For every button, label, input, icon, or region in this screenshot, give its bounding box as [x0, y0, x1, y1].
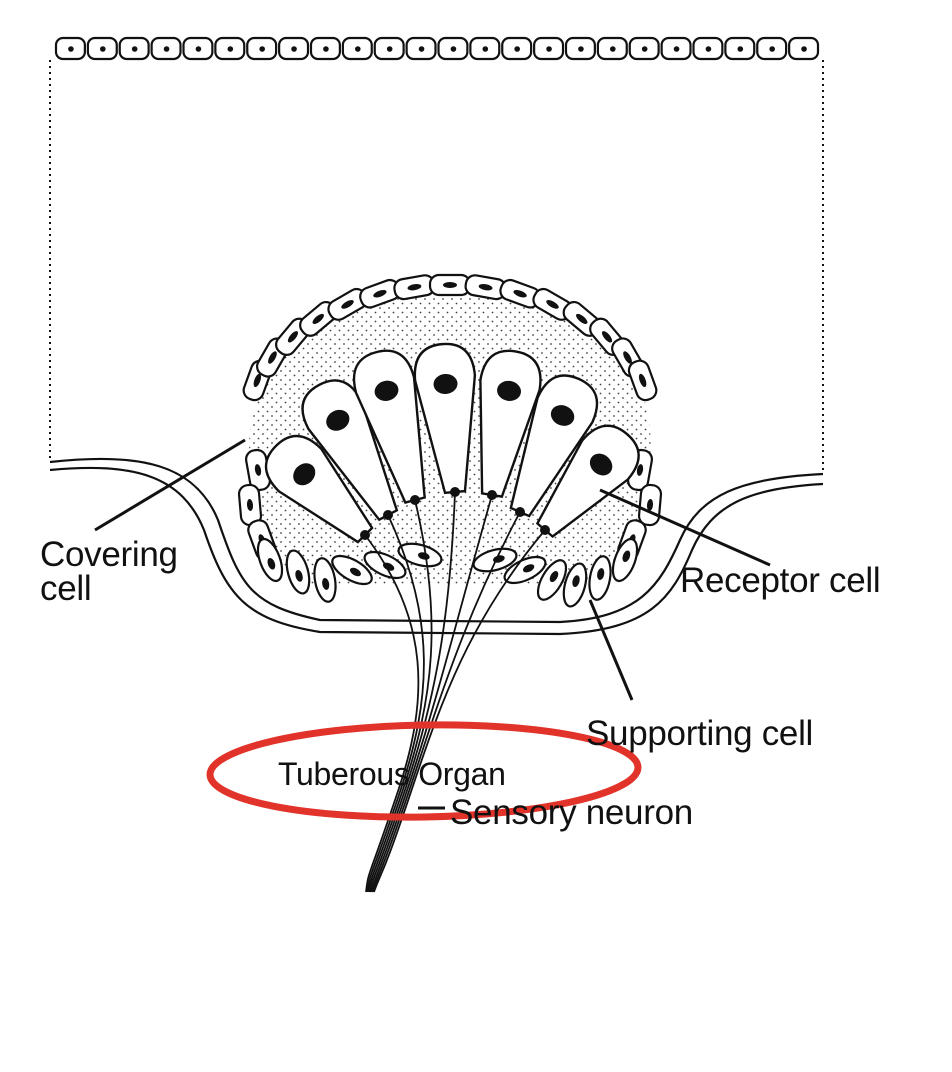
sensory-neuron-fibers — [364, 491, 546, 893]
surface-cell-nucleus — [195, 46, 202, 52]
supporting-cell — [472, 547, 518, 573]
epidermis — [49, 60, 824, 474]
surface-cell-nucleus — [578, 46, 584, 52]
label-covering-line2: cell — [40, 569, 92, 608]
supporting-cell — [285, 549, 311, 595]
neuron-fiber — [366, 514, 425, 893]
supporting-cell — [588, 555, 612, 601]
receptor-cell — [535, 424, 640, 539]
receptor-cell — [479, 349, 542, 500]
surface-cell-nucleus — [227, 46, 234, 52]
surface-cell-nucleus — [355, 46, 361, 52]
supporting-cell — [331, 554, 373, 586]
supporting-cell — [536, 559, 568, 601]
receptor-cell — [352, 349, 426, 505]
covering-cell — [627, 359, 658, 402]
supporting-cell — [313, 557, 337, 603]
receptor-cell — [413, 342, 477, 497]
surface-cell-nucleus — [673, 46, 680, 52]
covering-cell — [359, 278, 401, 309]
surface-cell-nucleus — [68, 46, 74, 52]
surface-cell-row — [54, 36, 820, 61]
neuron-fiber — [367, 499, 433, 893]
neuron-fiber — [373, 529, 546, 893]
covering-cell — [637, 483, 663, 527]
surface-cell-nucleus — [801, 46, 807, 52]
surface-cell-nucleus — [546, 46, 552, 52]
covering-cell — [428, 273, 472, 297]
surface-cell-nucleus — [482, 46, 489, 52]
surface-cell-nucleus — [514, 46, 520, 52]
label-supporting-cell: Supporting cell — [586, 714, 814, 753]
leader-lines — [94, 438, 771, 810]
supporting-cell — [256, 537, 284, 583]
label-sensory-neuron: Sensory neuron — [450, 793, 693, 832]
receptor-cell-group — [264, 342, 640, 544]
receptor-cell — [509, 374, 599, 518]
neuron-fiber — [371, 511, 521, 893]
caption-title: Tuberous Organ — [278, 756, 506, 792]
leader-covering — [94, 438, 246, 532]
supporting-cell — [562, 562, 588, 608]
caption-highlight-ellipse — [206, 721, 642, 821]
surface-cell-nucleus — [131, 46, 138, 52]
surface-cell-nucleus — [641, 46, 648, 52]
surface-cell-nucleus — [450, 46, 457, 52]
surface-cell-nucleus — [291, 46, 297, 52]
surface-cell-nucleus — [386, 46, 393, 52]
surface-cell-nucleus — [259, 46, 265, 52]
surface-cell-nucleus — [610, 46, 616, 52]
label-covering-cell: Covering cell — [40, 535, 178, 608]
surface-cell-nucleus — [705, 46, 712, 52]
neuron-fiber — [370, 494, 493, 893]
surface-cell-nucleus — [323, 46, 329, 52]
skin-surface — [49, 457, 824, 636]
leader-supporting — [588, 599, 634, 701]
surface-cell-nucleus — [418, 46, 425, 52]
covering-cell — [499, 278, 541, 309]
covering-cell-layer — [237, 273, 663, 561]
neuron-fiber — [364, 534, 420, 893]
label-covering-line1: Covering — [40, 535, 178, 574]
surface-cell-nucleus — [163, 46, 170, 52]
supporting-cell — [397, 542, 443, 568]
label-receptor-cell: Receptor cell — [680, 561, 881, 600]
surface-cell-nucleus — [100, 46, 106, 52]
supporting-cell-group — [256, 537, 639, 608]
receptor-cell — [264, 434, 374, 544]
covering-cell — [393, 274, 436, 301]
surface-cell-nucleus — [737, 46, 744, 52]
neuron-fiber — [369, 491, 456, 893]
leader-receptor — [599, 488, 771, 567]
supporting-cell — [611, 537, 639, 583]
surface-cell-nucleus — [769, 46, 775, 52]
